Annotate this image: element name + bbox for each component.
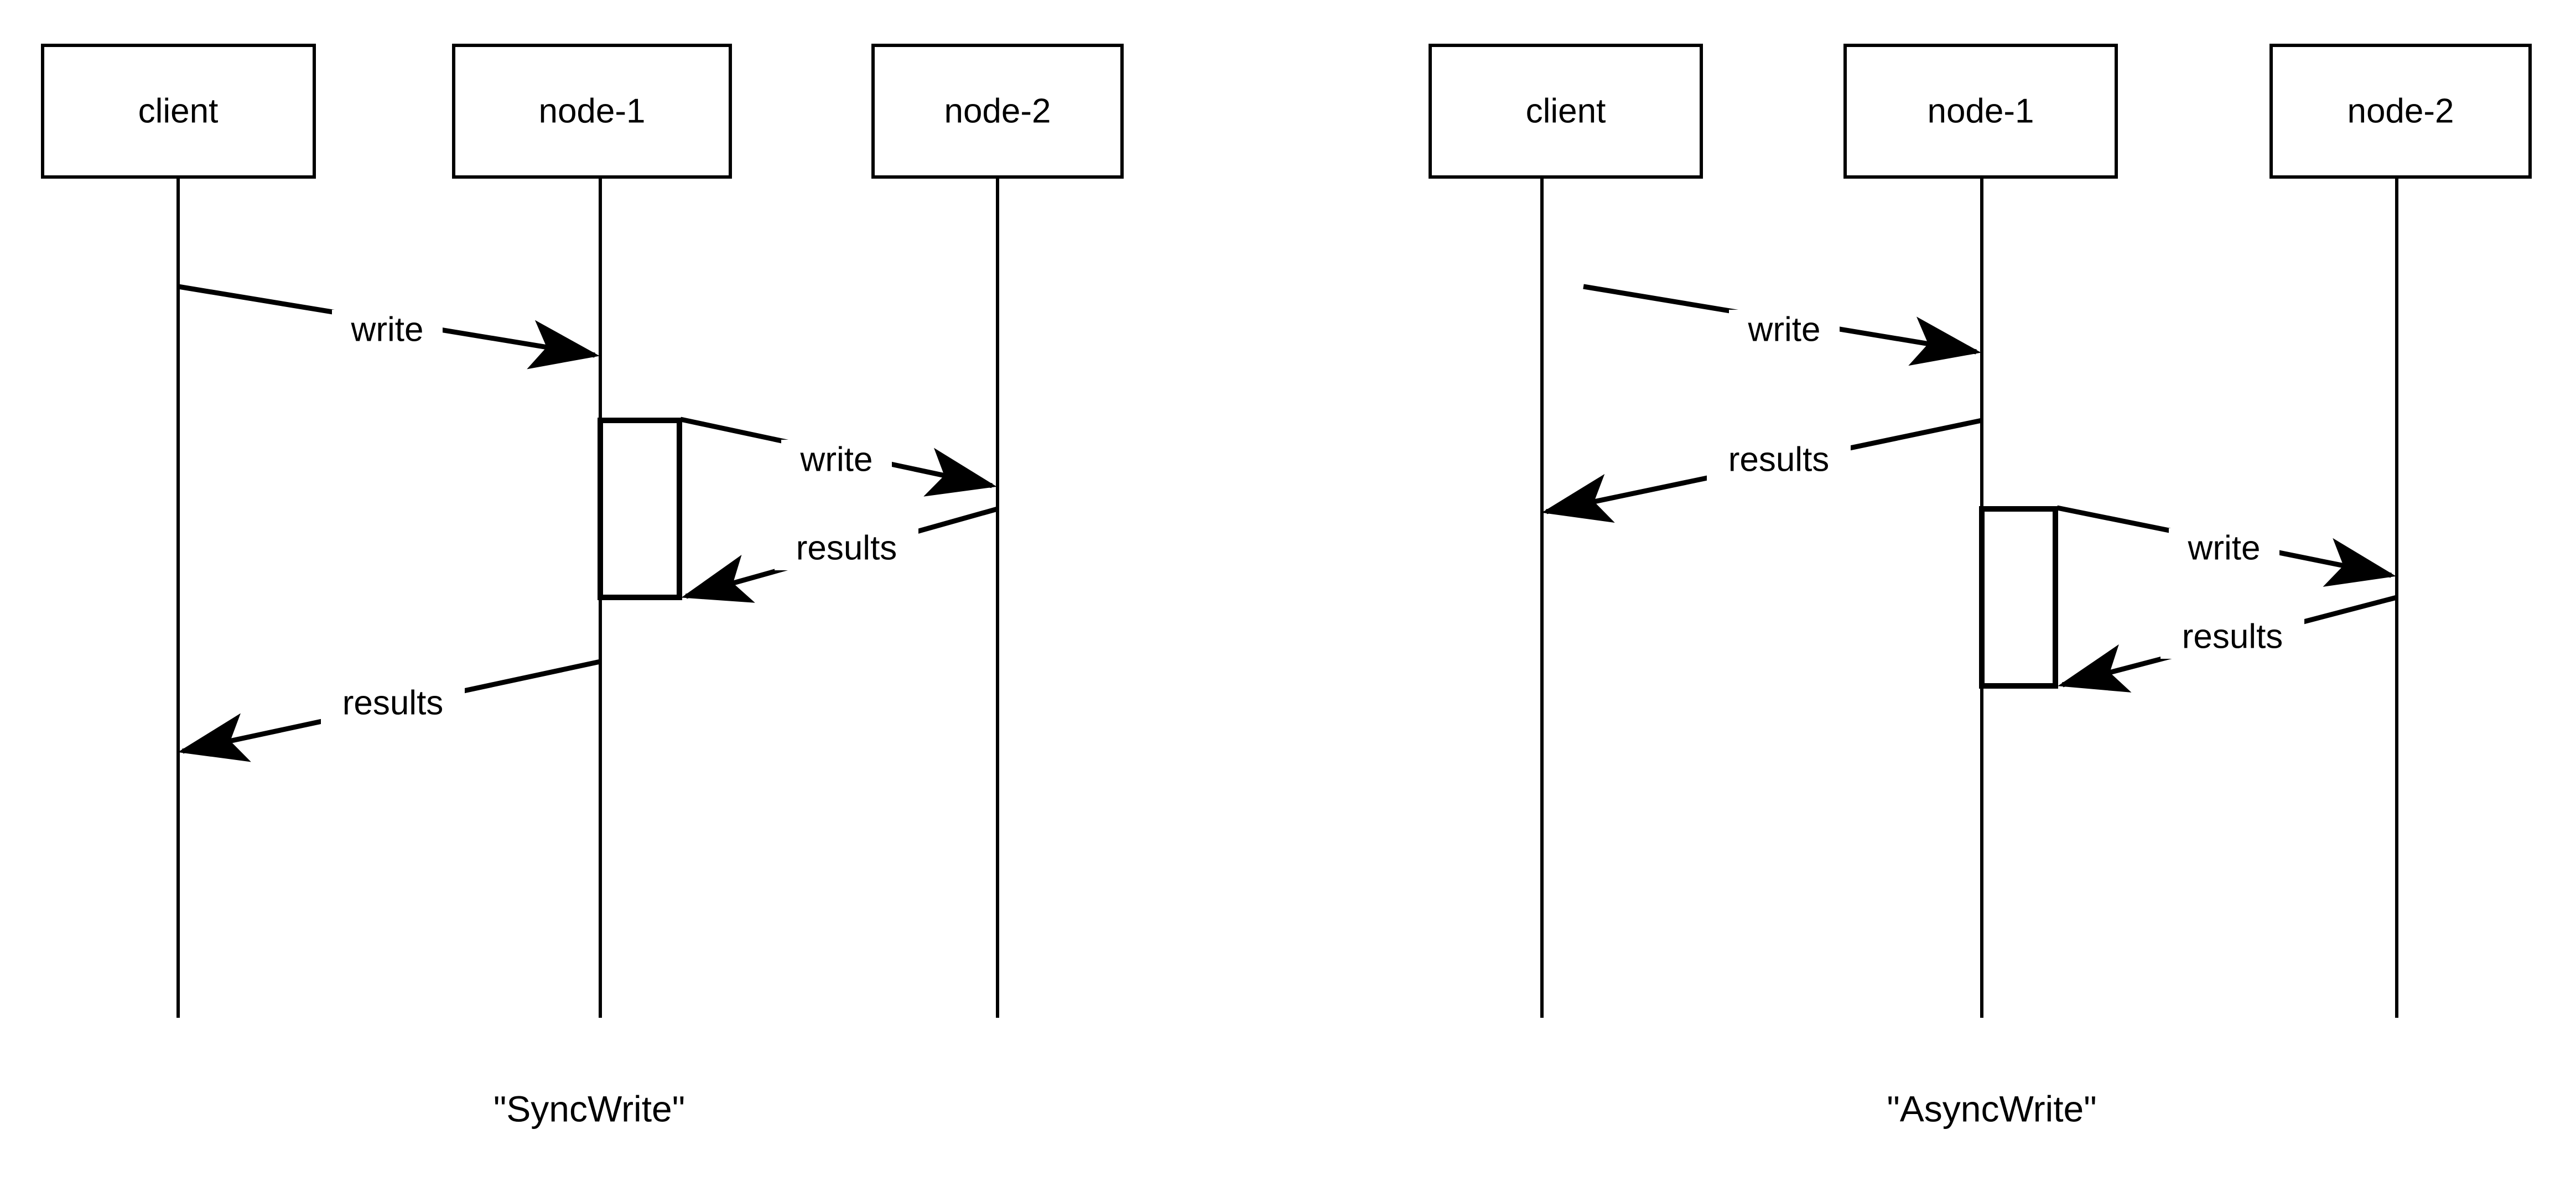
participant-label: node-1	[538, 92, 645, 130]
diagram-caption: "AsyncWrite"	[1887, 1088, 2096, 1129]
diagram-async-write: client node-1 node-2 write	[1429, 44, 2532, 1129]
message-label: results	[2182, 617, 2283, 655]
message-label-backdrop	[775, 528, 918, 570]
message-label: results	[1728, 440, 1830, 478]
message-write-client-to-node-1: write	[1583, 284, 1981, 366]
participant-label: client	[1526, 92, 1606, 130]
participant-client[interactable]: client	[1429, 44, 1703, 179]
participant-label: node-2	[2347, 92, 2454, 130]
message-results-node-2-to-node-1: results	[2058, 595, 2398, 693]
participant-node-2[interactable]: node-2	[2269, 44, 2532, 179]
diagram-sync-write: client node-1 node-2 write	[41, 44, 1124, 1129]
message-label-backdrop	[781, 440, 892, 482]
participant-client[interactable]: client	[41, 44, 316, 179]
message-label: write	[351, 310, 424, 348]
message-label-backdrop	[321, 683, 465, 725]
participant-node-2[interactable]: node-2	[871, 44, 1124, 179]
message-label-backdrop	[1729, 310, 1840, 352]
participant-box[interactable]	[1429, 44, 1703, 179]
message-write-client-to-node-1: write	[178, 284, 600, 369]
message-label: write	[1748, 310, 1821, 348]
message-results-node-2-to-node-1: results	[681, 506, 999, 603]
message-label-backdrop	[2169, 528, 2279, 570]
participant-label: client	[138, 92, 219, 130]
message-label: results	[796, 529, 897, 567]
message-results-node-1-to-client: results	[178, 659, 601, 762]
participant-node-1[interactable]: node-1	[452, 44, 732, 179]
participant-box[interactable]	[41, 44, 316, 179]
message-label: write	[2188, 529, 2261, 567]
participant-label: node-1	[1927, 92, 2034, 130]
message-label: write	[800, 440, 873, 478]
participant-box[interactable]	[452, 44, 732, 179]
participant-box[interactable]	[871, 44, 1124, 179]
activation-bar-node-1	[1979, 506, 2058, 689]
message-label-backdrop	[2160, 617, 2304, 659]
message-label-backdrop	[1707, 440, 1851, 482]
message-write-node-1-to-node-2: write	[2056, 505, 2396, 587]
message-label-backdrop	[332, 310, 443, 352]
message-label: results	[342, 684, 444, 722]
participant-box[interactable]	[2269, 44, 2532, 179]
participant-label: node-2	[944, 92, 1051, 130]
participant-node-1[interactable]: node-1	[1843, 44, 2118, 179]
message-write-node-1-to-node-2: write	[680, 417, 997, 497]
diagram-caption: "SyncWrite"	[494, 1088, 685, 1129]
message-results-node-1-to-client: results	[1541, 418, 1982, 523]
activation-bar-node-1	[598, 418, 682, 600]
participant-box[interactable]	[1843, 44, 2118, 179]
